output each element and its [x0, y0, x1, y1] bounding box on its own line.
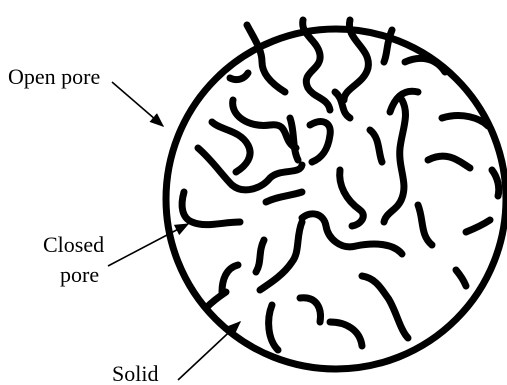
- pore-channel: [230, 73, 248, 80]
- pore-channel: [206, 292, 226, 308]
- pore-channel: [442, 116, 488, 126]
- pore-channel: [330, 322, 362, 346]
- pore-channel: [340, 170, 364, 226]
- pore-channel: [260, 222, 302, 290]
- pore-channel: [384, 100, 405, 222]
- pore-channel: [428, 156, 470, 168]
- pore-channel: [362, 276, 408, 338]
- pore-channel: [456, 270, 466, 286]
- pore-channel: [418, 205, 432, 245]
- pore-channel: [310, 122, 330, 162]
- closed-pore-label-line2: pore: [60, 262, 99, 287]
- open-pore-arrow: [112, 82, 163, 126]
- particle-boundary: [166, 29, 506, 369]
- pore-channel: [222, 265, 238, 292]
- open-pore-label: Open pore: [8, 64, 100, 89]
- pore-channel: [492, 170, 499, 196]
- pore-channel: [466, 220, 490, 232]
- solid-arrow: [178, 322, 240, 380]
- pore-channel: [256, 240, 264, 272]
- pore-channel: [290, 118, 298, 160]
- closed-pore-label-line1: Closed: [43, 232, 104, 257]
- pore-channel: [370, 130, 382, 162]
- solid-label: Solid: [112, 361, 158, 385]
- pore-channel: [269, 305, 278, 350]
- pore-channel: [300, 298, 320, 322]
- pore-channel: [182, 192, 240, 225]
- pore-channel: [266, 192, 302, 202]
